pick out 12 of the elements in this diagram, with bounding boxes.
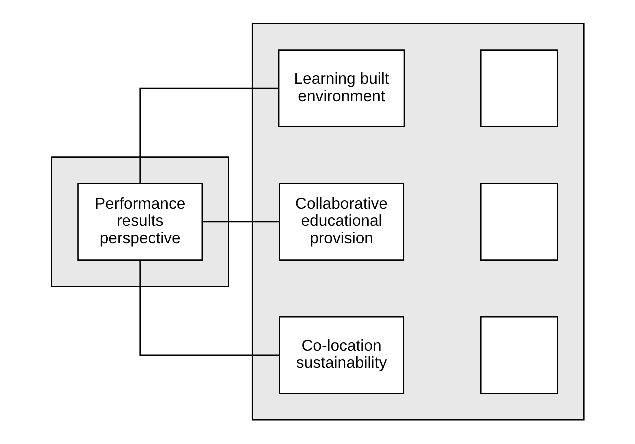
connector	[202, 221, 280, 223]
connector	[139, 260, 279, 356]
node-box: Learning built environment	[278, 50, 405, 128]
node-box	[480, 316, 558, 394]
cluster	[50, 156, 229, 288]
connector	[139, 88, 278, 184]
node-box	[480, 50, 558, 128]
node-box: Collaborative educational provision	[278, 183, 404, 261]
node-box	[480, 183, 558, 261]
node-box: Performance results perspective	[77, 183, 203, 261]
node-box: Co-location sustainability	[278, 316, 404, 394]
cluster	[251, 23, 584, 421]
